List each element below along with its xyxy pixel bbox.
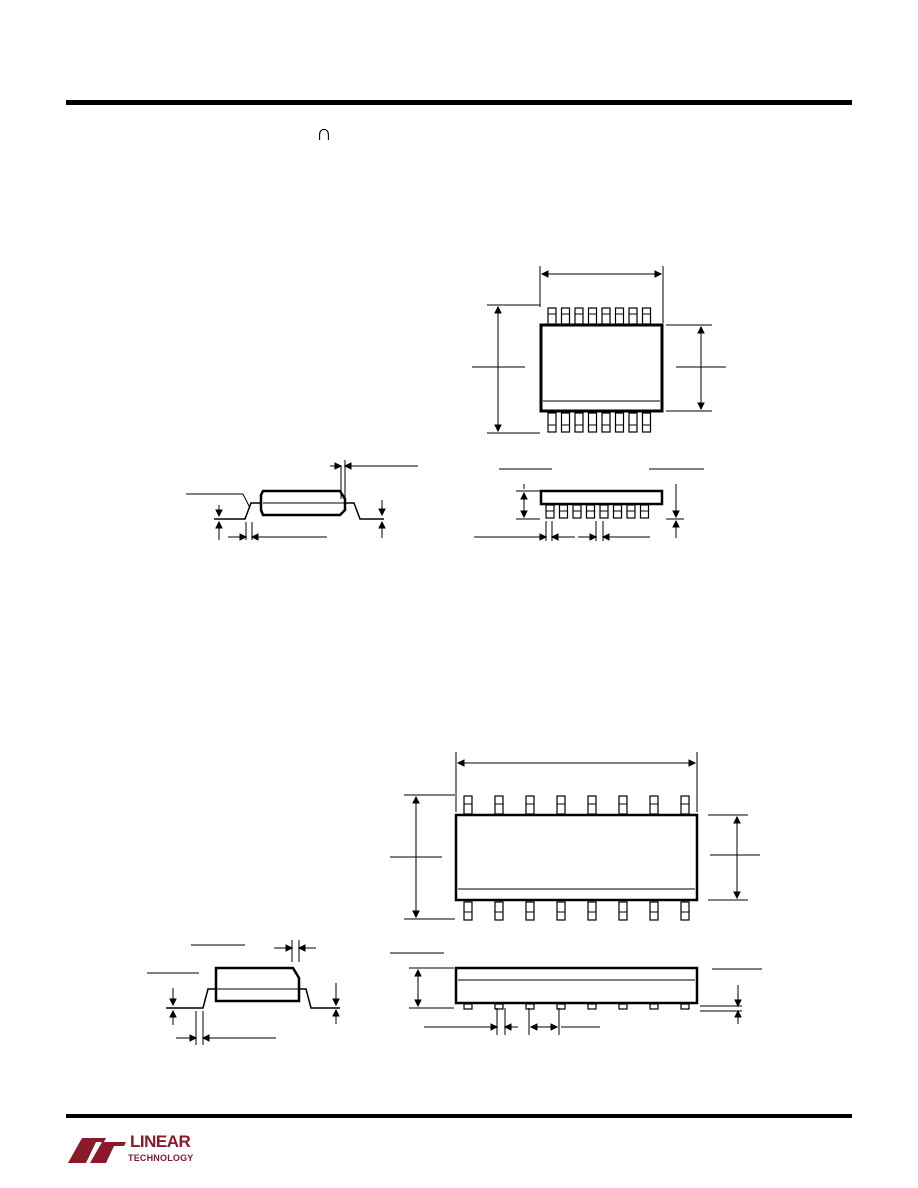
pkg2-top-pin [556, 795, 566, 815]
pkg1-front-view [474, 468, 704, 541]
pkg1-bottom-pin [574, 412, 584, 433]
pkg2-front-pin [618, 1003, 628, 1010]
section-mark: ∩ [316, 120, 332, 145]
pkg1-top-pin [560, 307, 571, 325]
logo-wordmark: LINEAR [130, 1132, 191, 1151]
pkg2-bottom-pin [649, 901, 659, 921]
pkg1-top-pin [587, 307, 598, 325]
logo-subtitle: TECHNOLOGY [128, 1153, 194, 1163]
pkg2-bottom-pin [556, 901, 566, 921]
pkg2-side-view [147, 940, 340, 1045]
pkg1-bottom-pin [628, 412, 638, 433]
pkg1-bottom-pin [587, 412, 598, 433]
pkg2-front-pin [556, 1003, 566, 1010]
pkg2-front-pin [680, 1003, 690, 1010]
pkg2-top-pin [463, 795, 473, 815]
pkg2-front-pin [494, 1003, 504, 1010]
pkg2-front-pin [463, 1003, 473, 1010]
pkg1-top-pin [574, 307, 584, 325]
pkg1-side-view [186, 460, 418, 541]
pkg1-top-pin [547, 307, 557, 325]
pkg1-top-pin [628, 307, 638, 325]
top-rule [66, 100, 852, 105]
linear-technology-logo-icon [68, 1138, 126, 1163]
pkg2-top-pin [680, 795, 690, 815]
pkg2-top-pin [618, 795, 628, 815]
pkg2-top-pin [587, 795, 597, 815]
pkg2-front-pin [587, 1003, 597, 1010]
pkg2-front-pin [649, 1003, 659, 1010]
pkg1-bottom-pin [547, 412, 557, 433]
pkg1-top-view [472, 266, 726, 434]
pkg2-bottom-pin [587, 901, 597, 921]
pkg1-top-pin [614, 307, 625, 325]
pkg2-front-view [390, 952, 762, 1035]
pkg2-top-pin [494, 795, 504, 815]
pkg2-front-pin [525, 1003, 535, 1010]
pkg1-bottom-pin [601, 412, 611, 433]
pkg2-top-pin [525, 795, 535, 815]
pkg1-bottom-pin [641, 412, 652, 433]
pkg2-top-view [390, 752, 760, 921]
pkg2-bottom-pin [680, 901, 690, 921]
pkg2-bottom-pin [463, 901, 473, 921]
pkg2-bottom-pin [525, 901, 535, 921]
pkg1-bottom-pin [560, 412, 571, 433]
pkg2-bottom-pin [618, 901, 628, 921]
pkg1-top-pin [641, 307, 652, 325]
pkg2-bottom-pin [494, 901, 504, 921]
pkg1-top-pin [601, 307, 611, 325]
pkg1-bottom-pin [614, 412, 625, 433]
pkg2-top-pin [649, 795, 659, 815]
bottom-rule [66, 1114, 852, 1118]
